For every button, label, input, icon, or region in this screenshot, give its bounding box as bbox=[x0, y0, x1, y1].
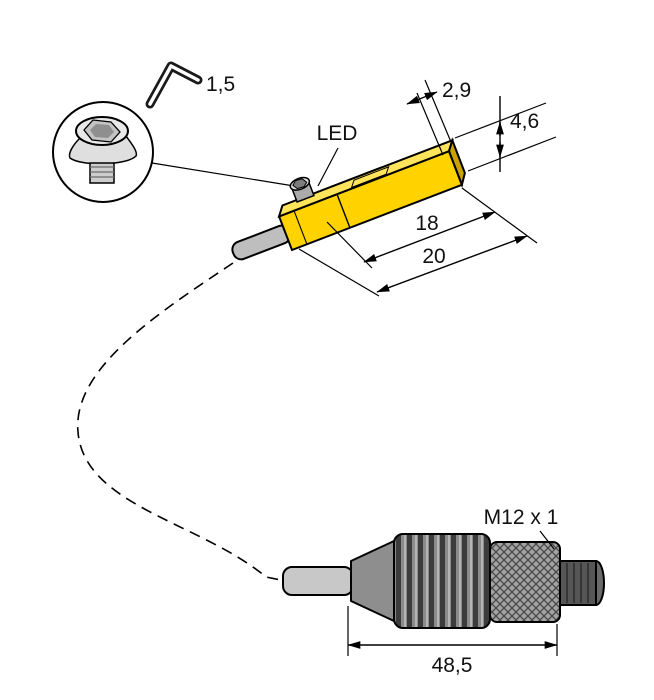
connector-thread-label: M12 x 1 bbox=[484, 506, 559, 529]
connector-boot bbox=[350, 540, 395, 622]
screw-thread-lines bbox=[90, 166, 114, 178]
hex-socket-shadow bbox=[90, 124, 114, 138]
connector-thread-lines bbox=[566, 563, 589, 603]
dim-depth-label: 2,9 bbox=[442, 79, 471, 102]
led-leader-line bbox=[317, 147, 339, 187]
connector-m12 bbox=[282, 533, 605, 629]
hex-key-size-label: 1,5 bbox=[206, 73, 235, 96]
connector-grip-body bbox=[393, 533, 491, 629]
dim-total-length-label: 20 bbox=[422, 245, 445, 268]
housing-seam-line bbox=[336, 193, 351, 229]
top-face-notch bbox=[350, 166, 390, 189]
dimension-depth: 2,9 bbox=[406, 79, 471, 156]
sensor-end-face bbox=[447, 137, 466, 189]
led-label: LED bbox=[317, 122, 358, 145]
dim-body-length-label: 18 bbox=[415, 212, 438, 235]
clamp-seam-line bbox=[293, 210, 308, 245]
dimension-height: 4,6 bbox=[454, 96, 557, 172]
connector-thread-leader bbox=[539, 530, 555, 550]
dim-connector-length-label: 48,5 bbox=[432, 654, 473, 677]
dimension-total-length: 20 bbox=[298, 235, 528, 297]
dim-height-label: 4,6 bbox=[510, 110, 539, 133]
cable-dashed-curve bbox=[77, 262, 282, 581]
hex-key-icon bbox=[145, 61, 203, 109]
dimension-connector-length: 48,5 bbox=[347, 606, 558, 677]
connector-threaded-tip bbox=[559, 560, 597, 606]
hex-socket-screw-icon bbox=[52, 101, 154, 203]
connector-knurled-nut bbox=[489, 541, 561, 623]
screw-thread-stud bbox=[89, 162, 115, 184]
clamp-screw-hex-socket bbox=[292, 178, 308, 190]
sensor-body bbox=[231, 137, 466, 261]
detail-leader-line bbox=[151, 162, 295, 187]
connector-cable-stub bbox=[282, 566, 354, 596]
